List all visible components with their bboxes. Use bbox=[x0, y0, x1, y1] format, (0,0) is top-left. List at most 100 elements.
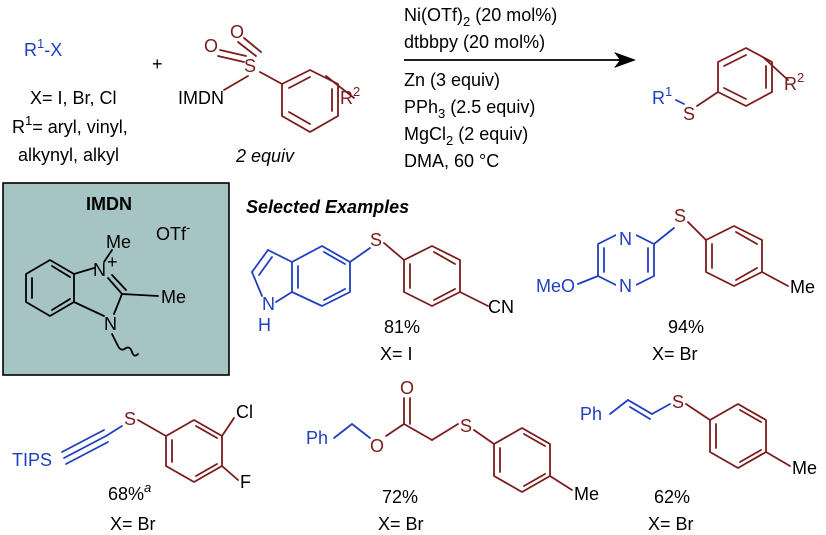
ex1-dbl-b bbox=[323, 251, 346, 265]
imdn-structure-box: IMDN Me OTf- N + Me N bbox=[2, 182, 230, 376]
ex2-n1: N bbox=[619, 229, 632, 249]
ex1-ar-dbl-c bbox=[433, 251, 456, 265]
ex1-nh-n: N bbox=[262, 294, 275, 314]
ex3-s: S bbox=[124, 409, 136, 429]
ex1-pyrrole-3 bbox=[251, 271, 263, 297]
ex4-bn-2 bbox=[351, 423, 371, 439]
imdn-n-top: N bbox=[93, 260, 106, 280]
ex2-ar-dbl-c bbox=[735, 267, 758, 281]
imdn-bond-c2me bbox=[121, 293, 159, 297]
product-s-ring bbox=[696, 91, 719, 107]
product-ring bbox=[717, 47, 773, 107]
ex5-s: S bbox=[672, 392, 684, 412]
plus-sign: + bbox=[152, 54, 163, 74]
product-r2-bond bbox=[763, 57, 789, 81]
ex3-aryl bbox=[165, 419, 223, 483]
condition-pph3: PPh3 (2.5 equiv) bbox=[404, 97, 535, 121]
ex4-x: X= Br bbox=[378, 514, 424, 534]
ex1-s-ring bbox=[383, 242, 405, 261]
ex4-ar-dbl-c bbox=[523, 473, 546, 487]
ex4-yield: 72% bbox=[382, 487, 418, 507]
imdn-counterion: OTf- bbox=[156, 220, 190, 244]
bond-so2 bbox=[237, 41, 257, 57]
ex5-vinyl-2a bbox=[627, 399, 653, 415]
example-3: TIPS S Cl F 68%a X= Br bbox=[12, 402, 253, 534]
sulfonyl-o2: O bbox=[230, 22, 244, 42]
imdn-me-top: Me bbox=[106, 232, 131, 252]
imdn-plus: + bbox=[107, 252, 118, 272]
ex1-dbl-c bbox=[323, 288, 346, 301]
imdn-bond-n1 bbox=[73, 267, 95, 275]
conditions: Ni(OTf)2 (20 mol%) dtbbpy (20 mol%) Zn (… bbox=[404, 5, 636, 171]
ex1-s: S bbox=[370, 230, 382, 250]
condition-ni: Ni(OTf)2 (20 mol%) bbox=[404, 5, 557, 29]
ex4-o-ester: O bbox=[370, 436, 384, 456]
imdn-bond-c2b bbox=[111, 274, 127, 291]
selected-examples-title: Selected Examples bbox=[246, 197, 409, 217]
ex2-x: X= Br bbox=[652, 344, 698, 364]
ring-dbl-3 bbox=[288, 111, 311, 125]
ex1-cn: CN bbox=[488, 297, 514, 317]
ex4-bn-1 bbox=[333, 423, 353, 439]
ex4-ch2-s bbox=[431, 423, 459, 441]
ex2-ar-dbl-b bbox=[735, 231, 758, 245]
sulfonyl-o1: O bbox=[204, 36, 218, 56]
ex5-vinyl-1 bbox=[609, 399, 629, 415]
ex3-alkyne-1 bbox=[63, 435, 107, 459]
p-dbl-3 bbox=[723, 87, 747, 100]
ex4-c-ch2 bbox=[403, 423, 433, 441]
ex5-aryl bbox=[709, 403, 767, 469]
ex4-aryl bbox=[493, 427, 551, 493]
ex1-aryl bbox=[403, 245, 461, 307]
reagent-r1: R1-X bbox=[24, 36, 62, 60]
example-4: Ph O O S Me 72% X= Br bbox=[306, 378, 599, 534]
ex5-vinyl-2b bbox=[629, 406, 651, 420]
sulfonyl-imdn: IMDN bbox=[178, 88, 224, 108]
reagent-r1-options: R1= aryl, vinyl, bbox=[12, 113, 128, 137]
ex1-cn-bond bbox=[459, 291, 489, 307]
ex5-s-ring bbox=[685, 403, 711, 421]
imdn-bond-nme bbox=[103, 249, 113, 263]
ex5-x: X= Br bbox=[648, 514, 694, 534]
ex2-s-ring bbox=[687, 221, 707, 241]
p-dbl-1 bbox=[723, 54, 747, 67]
product-r1: R1 bbox=[652, 84, 672, 108]
ex2-n2: N bbox=[619, 276, 632, 296]
imdn-title: IMDN bbox=[86, 194, 132, 214]
imdn-attachment bbox=[111, 333, 139, 357]
reagent-block: R1-X X= I, Br, Cl R1= aryl, vinyl, alkyn… bbox=[12, 36, 128, 165]
product: R1 S R2 bbox=[652, 47, 804, 124]
ex3-f-bond bbox=[221, 465, 239, 481]
sulfonyl-r2: R2 bbox=[340, 84, 360, 108]
ex3-cl: Cl bbox=[236, 402, 253, 422]
ex1-yield: 81% bbox=[384, 317, 420, 337]
sulfonyl-reagent: O O S IMDN R2 2 equiv bbox=[178, 22, 360, 166]
example-2: N N MeO S Me 94% X= Br bbox=[536, 206, 815, 364]
condition-dma: DMA, 60 °C bbox=[404, 151, 499, 171]
sulfonyl-ring bbox=[281, 69, 339, 133]
ex3-alkyne-3 bbox=[65, 441, 109, 465]
imdn-me-c2: Me bbox=[161, 287, 186, 307]
ex5-yield: 62% bbox=[654, 487, 690, 507]
ex5-me-bond bbox=[765, 451, 791, 467]
ex3-cl-bond bbox=[221, 417, 235, 437]
ex3-ar-dbl-b bbox=[195, 425, 218, 439]
ex4-ar-dbl-b bbox=[523, 433, 546, 447]
imdn-bond-n2 bbox=[73, 301, 105, 317]
ring-dbl-1 bbox=[288, 76, 311, 89]
reagent-r1-options-cont: alkynyl, alkyl bbox=[18, 145, 119, 165]
sulfonyl-s: S bbox=[244, 56, 256, 76]
condition-dtbbpy: dtbbpy (20 mol%) bbox=[404, 32, 545, 52]
bond-sn bbox=[223, 75, 249, 91]
ex2-s: S bbox=[674, 206, 686, 226]
imdn-bond-c2n bbox=[113, 293, 123, 315]
ex2-me-bond bbox=[761, 271, 789, 287]
ex3-ar-dbl-c bbox=[195, 463, 218, 477]
ex1-pyrrole-2b bbox=[258, 256, 273, 276]
ex5-ar-dbl-c bbox=[739, 449, 762, 463]
ex2-n1-mask bbox=[616, 228, 636, 248]
imdn-bond-c2a bbox=[107, 277, 123, 295]
r2-bond bbox=[325, 75, 355, 99]
ex3-alkyne-s bbox=[105, 425, 123, 437]
bond-so1b bbox=[219, 49, 247, 57]
